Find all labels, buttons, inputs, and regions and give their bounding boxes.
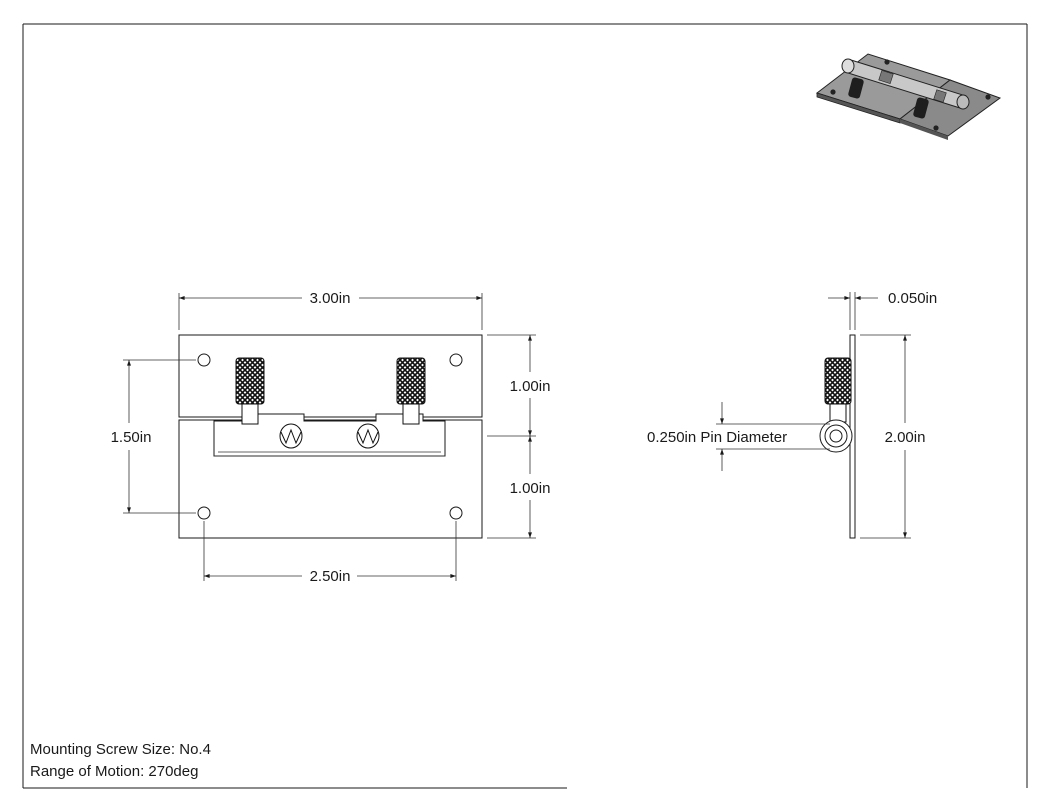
mounting-hole-top-left [197,353,211,367]
knurled-pin-right [396,357,426,405]
dim-upper-leaf-height: 1.00in [487,334,551,437]
dim-label-upper-leaf: 1.00in [510,378,551,395]
spring-coil-left [279,423,303,449]
dim-label-hole-vertical: 1.50in [111,429,152,446]
dim-label-overall-height: 2.00in [885,429,926,446]
dim-label-leaf-thickness: 0.050in [888,290,937,307]
mounting-hole-top-right [449,353,463,367]
mounting-hole-bottom-right [449,506,463,520]
dim-overall-height: 2.00in [860,334,926,539]
dim-label-lower-leaf: 1.00in [510,480,551,497]
spring-coil-right [356,423,380,449]
dim-hole-horizontal-spacing: 2.50in [203,521,457,585]
isometric-hinge-view [815,53,1002,140]
dim-label-overall-width: 3.00in [310,290,351,307]
notes-block: Mounting Screw Size: No.4 Range of Motio… [30,739,211,783]
pin-circle [829,429,843,443]
side-view [819,334,856,539]
dim-overall-width: 3.00in [178,290,483,330]
dim-label-hole-horizontal: 2.50in [310,568,351,585]
upper-leaf [178,334,483,418]
note-screw-size: Mounting Screw Size: No.4 [30,741,211,758]
knurled-pin-left [235,357,265,405]
dim-lower-leaf-height: 1.00in [487,435,551,539]
mounting-hole-bottom-left [197,506,211,520]
sheet-border [22,23,1028,789]
dim-hole-vertical-spacing: 1.50in [111,359,196,514]
note-range-of-motion: Range of Motion: 270deg [30,763,199,780]
dim-label-pin-diameter: 0.250in Pin Diameter [647,429,787,446]
front-view [178,334,483,539]
dim-pin-diameter: 0.250in Pin Diameter [647,402,830,471]
side-knurled-pin [824,357,852,405]
dim-leaf-thickness: 0.050in [828,290,937,330]
